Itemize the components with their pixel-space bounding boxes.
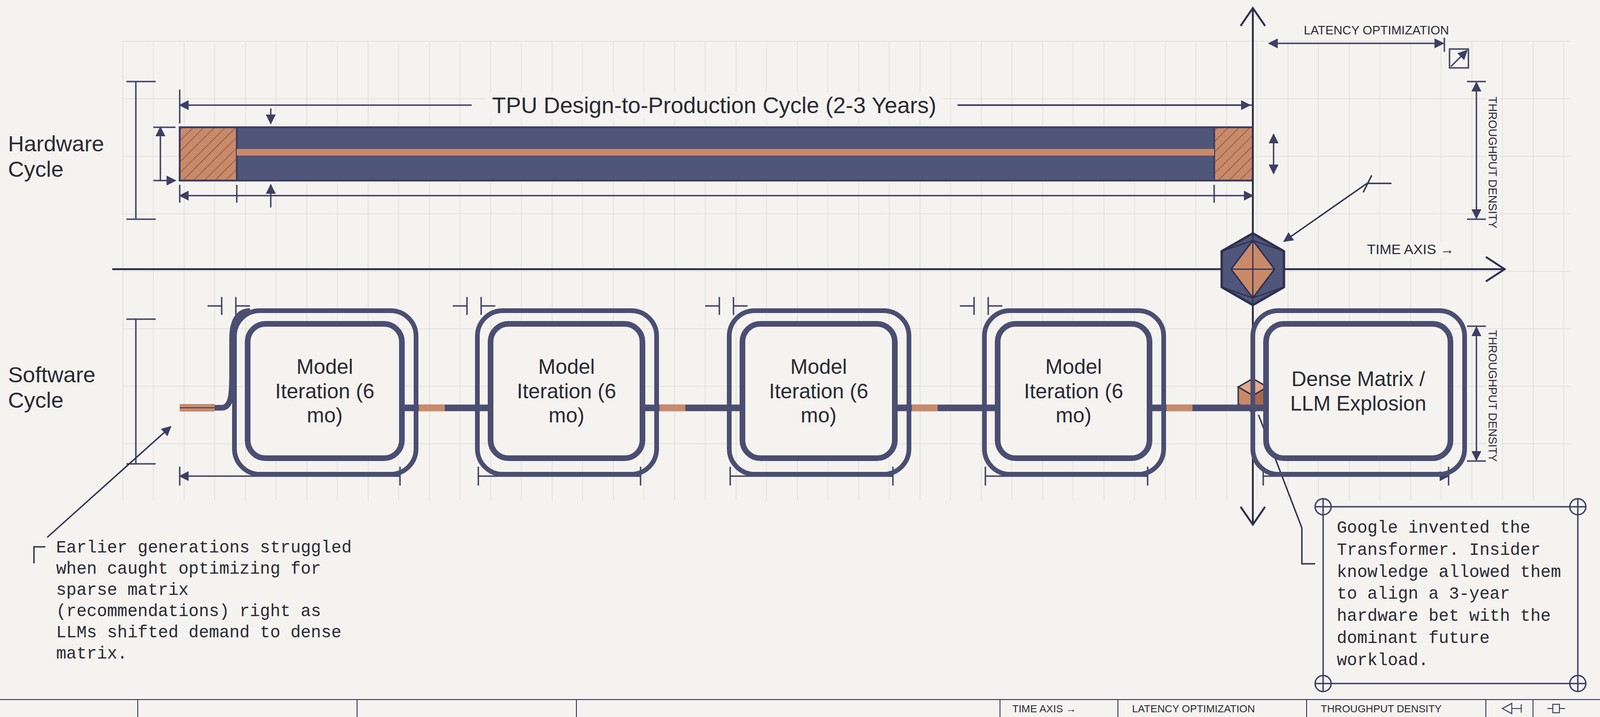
time-axis — [112, 257, 1505, 282]
process-box: Model Iteration (6 mo) — [244, 321, 405, 462]
connector — [645, 404, 740, 412]
hexagon-milestone — [1221, 233, 1284, 306]
box-text: Model Iteration (6 mo) — [1000, 350, 1147, 434]
grid — [122, 41, 1571, 501]
footer-label: THROUGHPUT DENSITY — [1320, 703, 1442, 716]
box-outer-outline — [729, 310, 909, 475]
box-text-group: Dense Matrix / LLM Explosion — [1268, 362, 1448, 421]
box-text: Dense Matrix / LLM Explosion — [1268, 362, 1448, 421]
box-text: Model Iteration (6 mo) — [745, 350, 892, 434]
throughput-dimensions — [1466, 81, 1486, 462]
note-text: Earlier generations struggled when caugh… — [56, 537, 363, 666]
box-text-group: Model Iteration (6 mo) — [493, 350, 640, 434]
axis-label: THROUGHPUT DENSITY — [1485, 96, 1500, 229]
box-outer-outline — [234, 310, 417, 475]
footer-label: LATENCY OPTIMIZATION — [1132, 703, 1255, 716]
process-box: Model Iteration (6 mo) — [994, 321, 1153, 462]
software-dimensions — [179, 297, 1449, 486]
connector-accent — [1166, 404, 1193, 412]
latency-dimension — [1268, 35, 1469, 68]
process-box: Model Iteration (6 mo) — [487, 321, 646, 462]
left-dimensions — [126, 81, 176, 465]
connector — [897, 404, 995, 412]
connector-accent — [911, 404, 938, 412]
callout-text: Google invented the Transformer. Insider… — [1336, 517, 1568, 673]
axis-label: THROUGHPUT DENSITY — [1485, 330, 1500, 463]
box-outer-outline — [477, 310, 657, 475]
axis-label: LATENCY OPTIMIZATION — [1303, 23, 1450, 38]
box-text: Model Iteration (6 mo) — [250, 350, 400, 434]
box-text-group: Model Iteration (6 mo) — [250, 350, 400, 434]
software-lead — [179, 311, 250, 409]
footer-bar — [0, 700, 1600, 717]
box-outer-outline — [984, 310, 1164, 475]
dimension-label: TPU Design-to-Production Cycle (2-3 Year… — [485, 92, 943, 119]
footer-label: TIME AXIS → — [1012, 703, 1077, 716]
connector-accent — [659, 404, 686, 412]
axis-label: TIME AXIS → — [1366, 241, 1455, 259]
hardware-bar — [179, 127, 1253, 181]
row-title: Hardware Cycle — [8, 131, 122, 183]
box-outer-outline — [1252, 310, 1465, 475]
process-box: Model Iteration (6 mo) — [739, 321, 898, 462]
hexagon-pointer — [1283, 175, 1392, 242]
connector-accent — [418, 404, 445, 412]
box-text-group: Model Iteration (6 mo) — [745, 350, 892, 434]
box-text-group: Model Iteration (6 mo) — [1000, 350, 1147, 434]
connector — [1152, 404, 1264, 412]
outcome-box: Dense Matrix / LLM Explosion — [1263, 321, 1454, 462]
box-text: Model Iteration (6 mo) — [493, 350, 640, 434]
right-callout-box — [1315, 499, 1586, 692]
hardware-dimensions — [179, 89, 1274, 208]
row-title: Software Cycle — [8, 362, 122, 414]
